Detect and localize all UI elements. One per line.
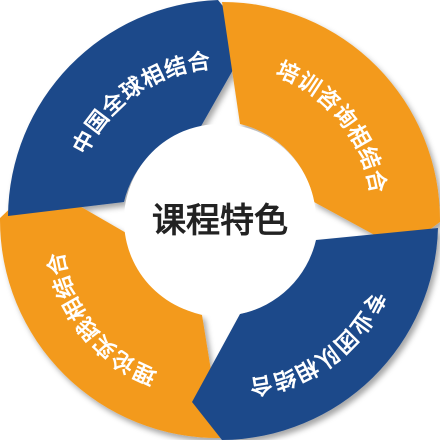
center-circle — [124, 124, 316, 316]
segment-top-right — [222, 2, 440, 250]
center-title: 课程特色 — [152, 201, 288, 241]
segment-bottom-left — [0, 182, 222, 439]
segment-top-left — [8, 0, 250, 216]
segment-bottom-right — [192, 228, 438, 440]
